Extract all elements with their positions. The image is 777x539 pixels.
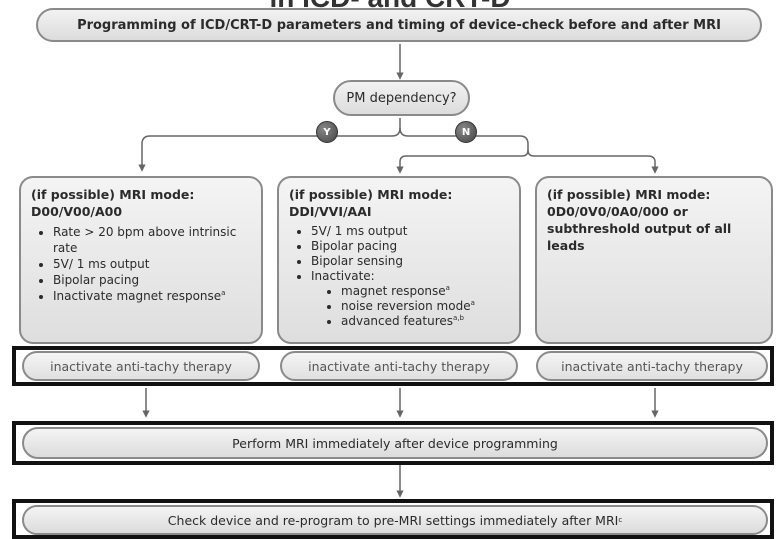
card-mid-title-2: DDI/VVI/AAI <box>289 204 372 219</box>
footnote-mark: a <box>221 289 226 297</box>
card-mid-sublist: magnet responsea noise reversion modea a… <box>311 284 509 329</box>
pm-dependency-question: PM dependency? <box>333 80 470 116</box>
anti-tachy-box-left: inactivate anti-tachy therapy <box>22 351 260 381</box>
sub-list-item: magnet responsea <box>341 284 509 299</box>
card-left-title-1: (if possible) MRI mode: <box>31 187 195 202</box>
list-item-text: Inactivate magnet response <box>53 289 222 303</box>
footnote-mark: a <box>470 299 475 307</box>
sub-list-item: noise reversion modea <box>341 299 509 314</box>
list-item: Bipolar sensing <box>311 254 509 269</box>
anti-tachy-box-middle: inactivate anti-tachy therapy <box>280 351 518 381</box>
sub-list-item-text: advanced features <box>341 314 454 328</box>
card-mid-list: 5V/ 1 ms output Bipolar pacing Bipolar s… <box>289 224 509 329</box>
list-item: Inactivate: magnet responsea noise rever… <box>311 269 509 329</box>
card-mri-mode-middle: (if possible) MRI mode: DDI/VVI/AAI 5V/ … <box>277 176 521 344</box>
footnote-mark: a <box>445 284 450 292</box>
sub-list-item-text: magnet response <box>341 284 446 298</box>
footnote-mark: a,b <box>453 314 464 322</box>
card-left-list: Rate > 20 bpm above intrinsic rate 5V/ 1… <box>31 224 251 304</box>
anti-tachy-box-right: inactivate anti-tachy therapy <box>536 351 768 381</box>
card-right-title-1: (if possible) MRI mode: <box>547 187 711 202</box>
sub-list-item-text: noise reversion mode <box>341 299 471 313</box>
list-item: Rate > 20 bpm above intrinsic rate <box>53 224 251 256</box>
check-device-box: Check device and re-program to pre-MRI s… <box>22 505 768 535</box>
cut-off-title: in ICD- and CRT-D <box>70 0 710 10</box>
list-item-text: Inactivate: <box>311 269 375 283</box>
perform-mri-highlight-frame <box>12 421 774 465</box>
check-device-text: Check device and re-program to pre-MRI s… <box>167 512 619 528</box>
list-item: Inactivate magnet responsea <box>53 288 251 304</box>
list-item: Bipolar pacing <box>311 239 509 254</box>
card-mri-mode-left: (if possible) MRI mode: D00/V00/A00 Rate… <box>19 176 263 344</box>
card-mid-title-1: (if possible) MRI mode: <box>289 187 453 202</box>
list-item: Bipolar pacing <box>53 272 251 288</box>
card-mri-mode-right: (if possible) MRI mode: 0D0/0V0/0A0/000 … <box>535 176 773 344</box>
perform-mri-box: Perform MRI immediately after device pro… <box>22 427 768 459</box>
card-right-title-3: subthreshold output of all leads <box>547 221 732 253</box>
list-item: 5V/ 1 ms output <box>311 224 509 239</box>
header-box: Programming of ICD/CRT-D parameters and … <box>36 8 762 42</box>
yes-badge: Y <box>316 121 338 143</box>
card-left-title-2: D00/V00/A00 <box>31 204 123 219</box>
anti-tachy-highlight-frame <box>12 346 774 386</box>
no-badge: N <box>455 121 477 143</box>
sub-list-item: advanced featuresa,b <box>341 314 509 329</box>
list-item: 5V/ 1 ms output <box>53 256 251 272</box>
card-right-title-2: 0D0/0V0/0A0/000 or <box>547 204 688 219</box>
